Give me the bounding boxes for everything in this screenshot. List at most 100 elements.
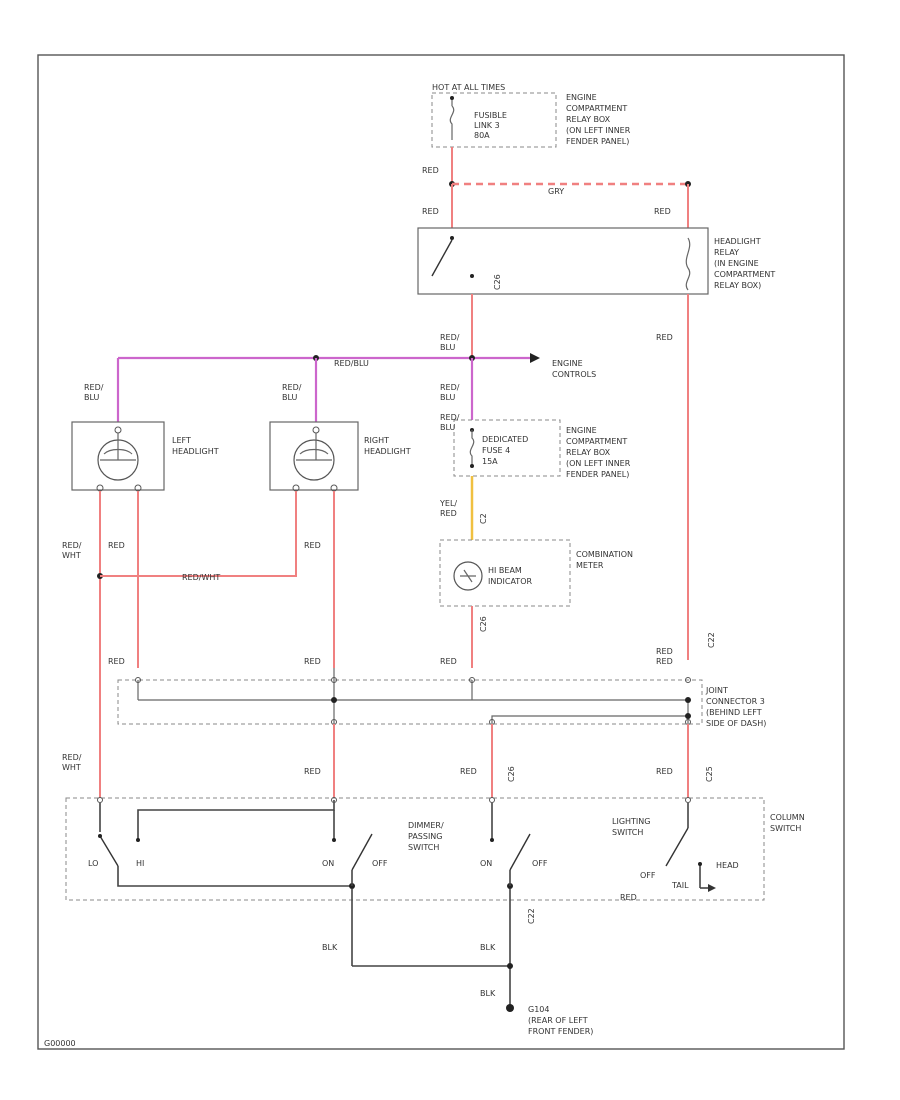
right-headlight-filament-icon xyxy=(296,448,332,461)
jc-pin-1 xyxy=(135,677,141,683)
relay-box-top-label-4: (ON LEFT INNER xyxy=(566,126,631,135)
fusible-link-terminal xyxy=(450,96,454,100)
right-headlight-box xyxy=(269,421,359,491)
dimmer-lo-hi-arm xyxy=(99,835,119,867)
relay-box-mid-label-1: ENGINE xyxy=(566,426,597,435)
switch-pos-off-1: OFF xyxy=(372,859,388,868)
fusible-link-label-3: 80A xyxy=(474,131,490,140)
left-headlight-label-2: HEADLIGHT xyxy=(172,447,219,456)
wire-label-red-10: RED xyxy=(656,647,673,656)
wire-label-red-blu-3a: RED/ xyxy=(282,383,302,392)
dimmer-common-lead xyxy=(117,866,352,887)
mid-switch-arm xyxy=(509,833,531,871)
jc-pin-3 xyxy=(469,677,475,683)
engine-controls-label-1: ENGINE xyxy=(552,359,583,368)
ground-label-1: G104 xyxy=(528,1005,549,1014)
wire-label-red-blu-5b: BLU xyxy=(440,423,456,432)
relay-contact-arm xyxy=(431,239,453,277)
joint-connector-label-1: JOINT xyxy=(705,686,728,695)
wire-label-red-wht-horiz: RED/WHT xyxy=(182,573,220,582)
left-headlight-label-1: LEFT xyxy=(172,436,191,445)
passing-pin xyxy=(331,797,337,803)
fusible-link-label-1: FUSIBLE xyxy=(474,111,507,120)
jc-splice-1 xyxy=(331,697,337,703)
fuse-label-3: 15A xyxy=(482,457,498,466)
wire-label-red-blu-1a: RED/ xyxy=(440,333,460,342)
column-switch-label-1: COLUMN xyxy=(770,813,805,822)
connector-label-5: C22 xyxy=(527,908,536,924)
switch-pos-hi: HI xyxy=(136,859,144,868)
wire-label-red-14: RED xyxy=(656,657,673,666)
relay-contact-top xyxy=(450,236,454,240)
wire-label-yel-red-b: RED xyxy=(440,509,457,518)
relay-box-mid-label-4: (ON LEFT INNER xyxy=(566,459,631,468)
fusible-link-symbol xyxy=(449,98,455,140)
switch-pos-off-2: OFF xyxy=(532,859,548,868)
footer-code: G00000 xyxy=(44,1039,76,1048)
wire-label-red-8: RED xyxy=(108,657,125,666)
lighting-switch-arm xyxy=(665,827,689,867)
wire-label-red-15: RED xyxy=(620,893,637,902)
dimmer-hi-contact xyxy=(136,838,140,842)
dimmer-hi-lead xyxy=(137,800,335,840)
dimmer-switch-label-3: SWITCH xyxy=(408,843,439,852)
ground-label-3: FRONT FENDER) xyxy=(528,1027,593,1036)
connector-label-6: C22 xyxy=(707,632,716,648)
wire-label-red-wht-2b: WHT xyxy=(62,763,81,772)
wire-label-red-blu-horiz: RED/BLU xyxy=(334,359,369,368)
wire-label-red-4: RED xyxy=(656,333,673,342)
wire-label-red-blu-1b: BLU xyxy=(440,343,456,352)
connector-label-3: C26 xyxy=(507,766,516,782)
dimmer-switch-label-1: DIMMER/ xyxy=(408,821,444,830)
wire-label-red-2: RED xyxy=(422,207,439,216)
switch-pos-tail: TAIL xyxy=(671,881,689,890)
relay-box-mid-label-2: COMPARTMENT xyxy=(566,437,627,446)
fusible-link-label-2: LINK 3 xyxy=(474,121,500,130)
switch-pos-off-3: OFF xyxy=(640,871,656,880)
joint-connector-label-3: (BEHIND LEFT xyxy=(706,708,762,717)
wire-label-blk-1: BLK xyxy=(322,943,338,952)
mid-switch-on-contact xyxy=(490,838,494,842)
connector-label-4: C25 xyxy=(705,766,714,782)
wire-label-red-6: RED xyxy=(108,541,125,550)
switch-pos-on-2: ON xyxy=(480,859,492,868)
combination-meter-enclosure xyxy=(439,539,571,607)
relay-label-3: (IN ENGINE xyxy=(714,259,759,268)
switch-pos-lo: LO xyxy=(88,859,98,868)
wire-label-red-5: RED xyxy=(440,657,457,666)
wire-label-red-wht-2a: RED/ xyxy=(62,753,82,762)
lighting-switch-label-1: LIGHTING xyxy=(612,817,650,826)
relay-label-4: COMPARTMENT xyxy=(714,270,775,279)
connector-label-1: C2 xyxy=(479,513,488,524)
right-headlight-label-1: RIGHT xyxy=(364,436,389,445)
connector-label-2: C26 xyxy=(479,616,488,632)
passing-switch-arm xyxy=(351,833,373,871)
wire-label-red-wht-1b: WHT xyxy=(62,551,81,560)
combination-meter-label-1: COMBINATION xyxy=(576,550,633,559)
head-arrow-icon xyxy=(708,884,716,892)
relay-box-mid-label-5: FENDER PANEL) xyxy=(566,470,629,479)
headlight-relay-box xyxy=(417,227,709,295)
wire-label-yel-red-a: YEL/ xyxy=(439,499,457,508)
wire-label-red-blu-4a: RED/ xyxy=(440,383,460,392)
fuse-terminal-bottom xyxy=(470,464,474,468)
wire-label-red-blu-3b: BLU xyxy=(282,393,298,402)
relay-box-mid-label-3: RELAY BOX xyxy=(566,448,611,457)
wire-label-red-blu-2b: BLU xyxy=(84,393,100,402)
ground-point-icon xyxy=(506,1004,514,1012)
wire-label-red-9: RED xyxy=(304,657,321,666)
joint-connector-label-2: CONNECTOR 3 xyxy=(706,697,765,706)
relay-label-1: HEADLIGHT xyxy=(714,237,761,246)
right-headlight-label-2: HEADLIGHT xyxy=(364,447,411,456)
wire-label-red-11: RED xyxy=(304,767,321,776)
wire-label-red-blu-5a: RED/ xyxy=(440,413,460,422)
dedicated-fuse-enclosure xyxy=(453,419,561,477)
lighting-head-contact xyxy=(698,862,702,866)
mid-switch-pin xyxy=(489,797,495,803)
right-headlight-bulb xyxy=(293,439,335,481)
jc-pin-2 xyxy=(331,677,337,683)
switch-pos-head: HEAD xyxy=(716,861,739,870)
wire-label-red-7: RED xyxy=(304,541,321,550)
hi-beam-label-1: HI BEAM xyxy=(488,566,522,575)
